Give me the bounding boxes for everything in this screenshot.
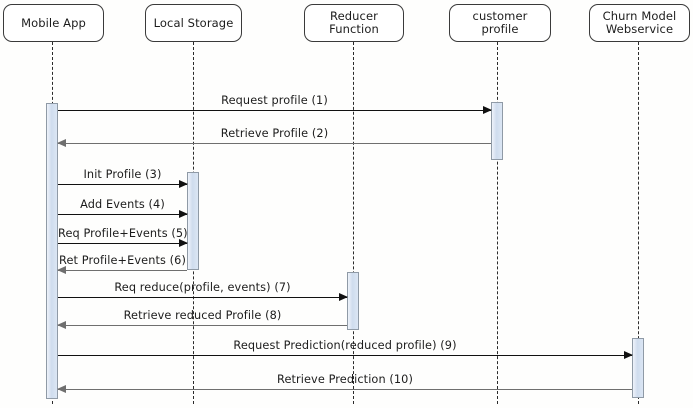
message-label-10: Retrieve Prediction (10) [277,373,413,386]
message-label-2: Retrieve Profile (2) [220,127,329,140]
message-label-7: Req reduce(profile, events) (7) [114,281,291,294]
act-local-storage[interactable] [187,172,199,270]
arrowhead-icon-4 [179,210,188,218]
message-line-6 [58,270,187,271]
message-label-6: Ret Profile+Events (6) [59,254,186,267]
participant-box-mobile-app[interactable]: Mobile App [3,4,104,42]
message-line-10 [58,389,632,390]
lifeline-churn-model [638,42,639,404]
message-label-5: Req Profile+Events (5) [58,227,188,240]
participant-box-reducer[interactable]: Reducer Function [304,4,404,42]
lifeline-reducer [353,42,354,404]
arrowhead-icon-2 [57,139,66,147]
participant-box-churn-model[interactable]: Churn Model Webservice [589,4,690,42]
message-line-3 [58,184,187,185]
lifeline-customer [497,42,498,404]
participant-box-local-storage[interactable]: Local Storage [145,4,242,42]
message-line-7 [58,297,347,298]
arrowhead-icon-9 [624,351,633,359]
message-line-9 [58,355,632,356]
message-label-4: Add Events (4) [80,198,165,211]
arrowhead-icon-8 [57,321,66,329]
message-label-9: Request Prediction(reduced profile) (9) [233,339,457,352]
message-line-8 [58,325,347,326]
message-label-1: Request profile (1) [221,94,328,107]
message-line-2 [58,143,491,144]
act-mobile-app[interactable] [46,103,58,399]
arrowhead-icon-1 [483,106,492,114]
message-line-4 [58,214,187,215]
arrowhead-icon-6 [57,266,66,274]
arrowhead-icon-10 [57,385,66,393]
participant-box-customer[interactable]: customer profile [449,4,551,42]
message-line-1 [58,110,491,111]
act-customer[interactable] [491,102,503,160]
act-reducer[interactable] [347,272,359,330]
message-line-5 [58,243,187,244]
arrowhead-icon-3 [179,180,188,188]
arrowhead-icon-7 [339,293,348,301]
message-label-3: Init Profile (3) [83,168,162,181]
act-churn-model[interactable] [632,338,644,398]
arrowhead-icon-5 [179,239,188,247]
message-label-8: Retrieve reduced Profile (8) [123,309,282,322]
